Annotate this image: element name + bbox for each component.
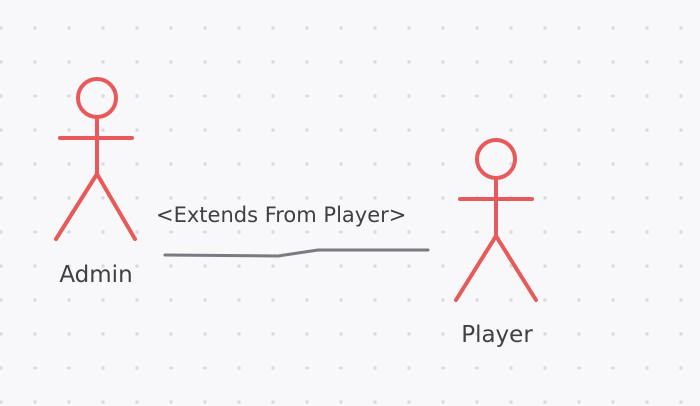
- admin-label: Admin: [59, 262, 133, 288]
- player-actor-icon[interactable]: [450, 136, 542, 306]
- player-label: Player: [461, 322, 533, 348]
- relationship-label: <Extends From Player>: [156, 203, 407, 227]
- admin-actor-icon[interactable]: [50, 74, 142, 244]
